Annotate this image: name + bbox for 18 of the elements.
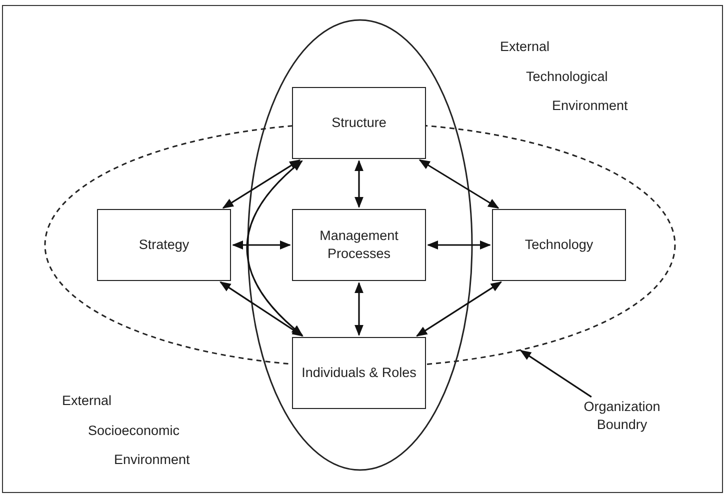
arrow — [416, 281, 502, 337]
note-text: External Technological Environment — [500, 38, 628, 115]
arrow — [354, 160, 364, 208]
process-box: Management Processes — [292, 209, 426, 281]
arrow — [222, 159, 301, 209]
process-box: Technology — [492, 209, 626, 281]
process-box: Strategy — [97, 209, 231, 281]
arrow — [220, 281, 304, 337]
arrow — [232, 240, 292, 250]
process-box: Structure — [292, 87, 426, 159]
arrow — [246, 160, 303, 336]
arrow — [426, 240, 492, 250]
arrow — [418, 159, 500, 209]
process-box: Individuals & Roles — [292, 337, 426, 409]
arrow — [354, 282, 364, 336]
note-text: External Socioeconomic Environment — [62, 392, 190, 469]
callout-text: Organization Boundry — [566, 398, 678, 436]
leader-line — [520, 350, 592, 398]
